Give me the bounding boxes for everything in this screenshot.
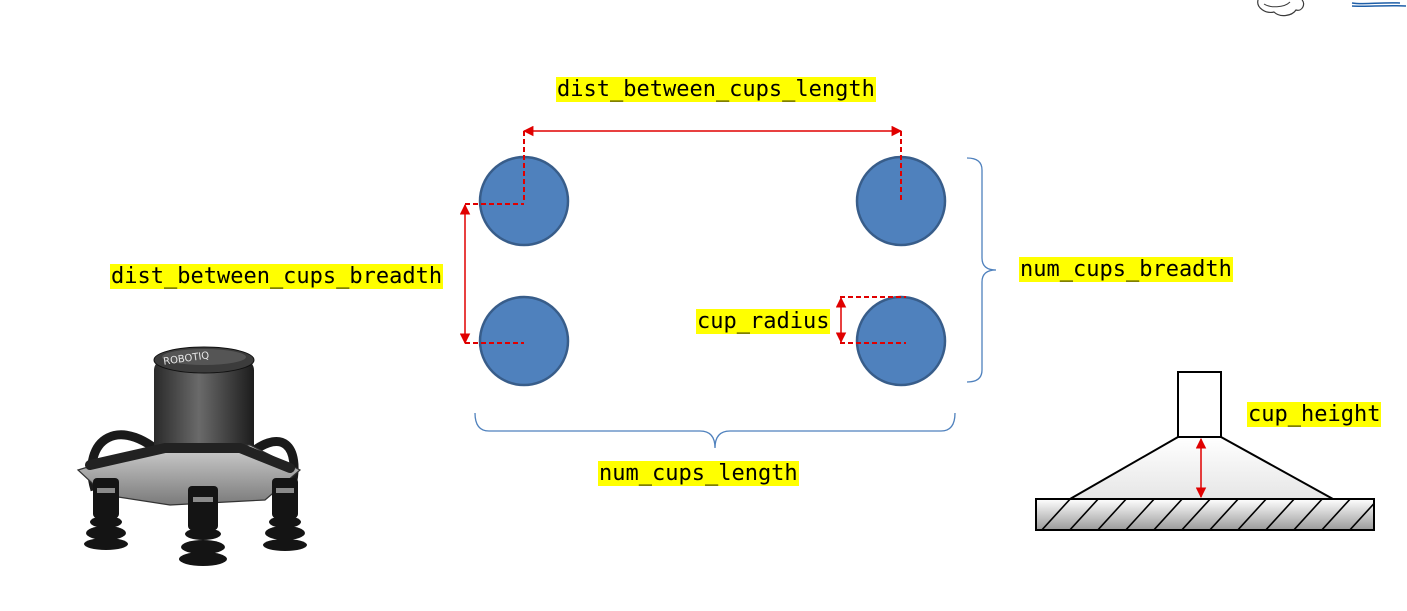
cup-stem: [1177, 371, 1222, 438]
cup-radius-marker: [835, 296, 906, 344]
suction-cup-bottom-right: [855, 295, 947, 387]
surface: [1035, 498, 1375, 531]
suction-cup-bottom-left: [478, 295, 570, 387]
length-brace: [474, 412, 956, 449]
num-cups-length-label: num_cups_length: [598, 461, 799, 486]
num-cups-breadth-label: num_cups_breadth: [1019, 257, 1233, 282]
breadth-dimension-marker: [459, 203, 524, 345]
breadth-brace: [966, 157, 997, 383]
gripper-illustration: ROBOTIQ: [76, 346, 307, 566]
cup-height-label: cup_height: [1247, 402, 1382, 427]
cup-side-view: [1035, 371, 1375, 531]
length-dimension-marker: [522, 125, 903, 201]
dist-between-cups-breadth-label: dist_between_cups_breadth: [110, 264, 444, 289]
dist-between-cups-length-label: dist_between_cups_length: [556, 77, 876, 102]
corner-logo-icon: [1257, 0, 1407, 17]
cup-radius-label: cup_radius: [696, 309, 831, 334]
